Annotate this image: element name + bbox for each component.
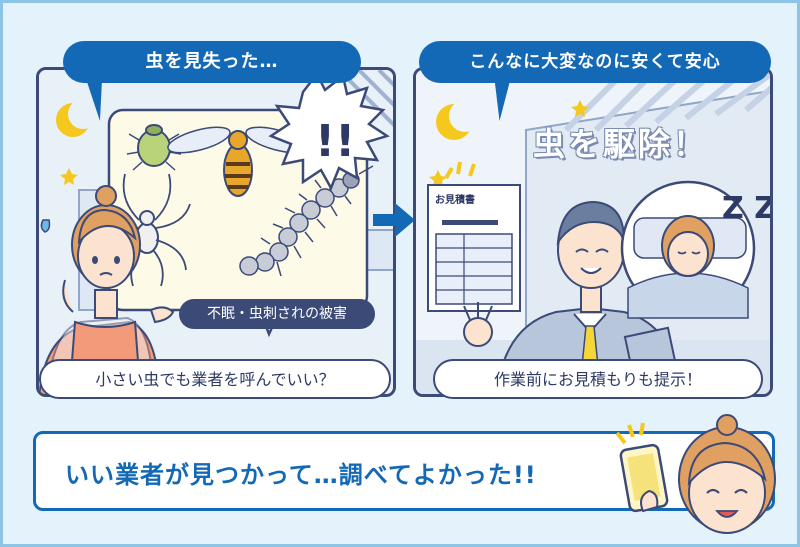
left-caption: 小さい虫でも業者を呼んでいい？: [39, 359, 391, 399]
lost-insect-speech-bubble: 虫を見失った…: [63, 41, 361, 83]
exclamation-burst: [268, 71, 390, 191]
star-icon: [429, 170, 447, 187]
exterminate-stamp: 虫を駆除！: [533, 125, 709, 163]
sleeping-woman-vignette: [620, 180, 756, 319]
estimate-document-label: お見積書: [435, 195, 475, 206]
happy-woman-with-phone: [615, 414, 776, 534]
exclamation-mark: !!: [315, 116, 355, 167]
left-panel: !!: [36, 67, 396, 397]
moon-icon: [56, 99, 98, 137]
cheap-and-safe-speech-bubble: こんなに大変なのに安くて安心: [419, 41, 771, 83]
right-panel: Z Z Z: [413, 67, 773, 397]
estimate-document: [427, 184, 521, 312]
bottom-banner-text: いい業者が見つかって…調べてよかった!!: [65, 461, 537, 489]
right-arrow-icon: [373, 203, 415, 237]
star-icon: [60, 168, 78, 185]
moon-icon: [436, 100, 481, 140]
speech-tail: [491, 79, 511, 121]
sweat-drop-icon: [40, 219, 51, 233]
damage-label-pill: 不眠・虫刺されの被害: [179, 299, 375, 329]
centipede-icon: [239, 165, 374, 277]
right-caption: 作業前にお見積もりも提示！: [433, 359, 763, 399]
notification-lines-icon: [615, 422, 645, 445]
sleep-z-text: Z Z Z: [722, 191, 773, 226]
star-icon: [571, 100, 589, 117]
